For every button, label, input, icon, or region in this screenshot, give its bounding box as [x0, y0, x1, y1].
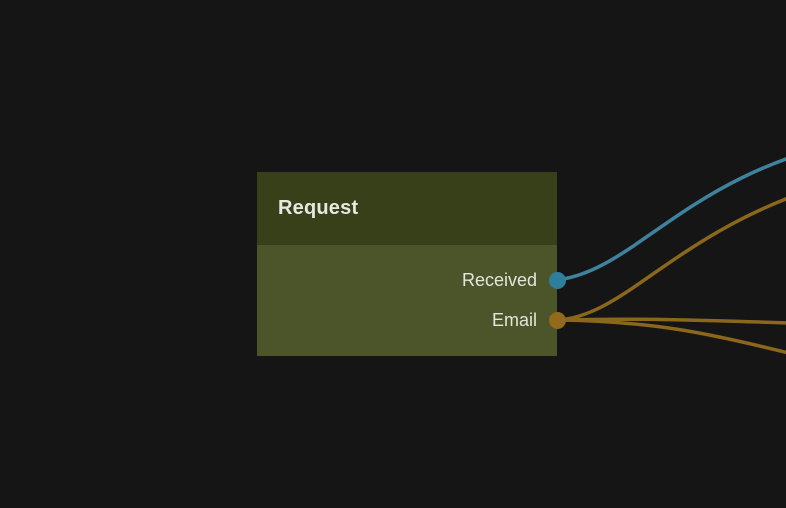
output-label-email: Email — [491, 309, 537, 330]
edge-email-out-up[interactable] — [555, 168, 786, 322]
node-request[interactable]: Request Received Email — [257, 172, 566, 356]
output-port-received[interactable] — [548, 271, 566, 289]
output-label-received: Received — [461, 269, 537, 290]
output-port-email[interactable] — [548, 311, 566, 329]
output-row-received: Received — [257, 260, 566, 300]
edge-received-out[interactable] — [555, 135, 786, 282]
node-title: Request — [278, 197, 359, 219]
node-header[interactable]: Request — [257, 172, 557, 245]
edge-email-out-down[interactable] — [555, 318, 786, 361]
output-row-email: Email — [257, 300, 566, 340]
node-body: Received Email — [257, 245, 566, 356]
